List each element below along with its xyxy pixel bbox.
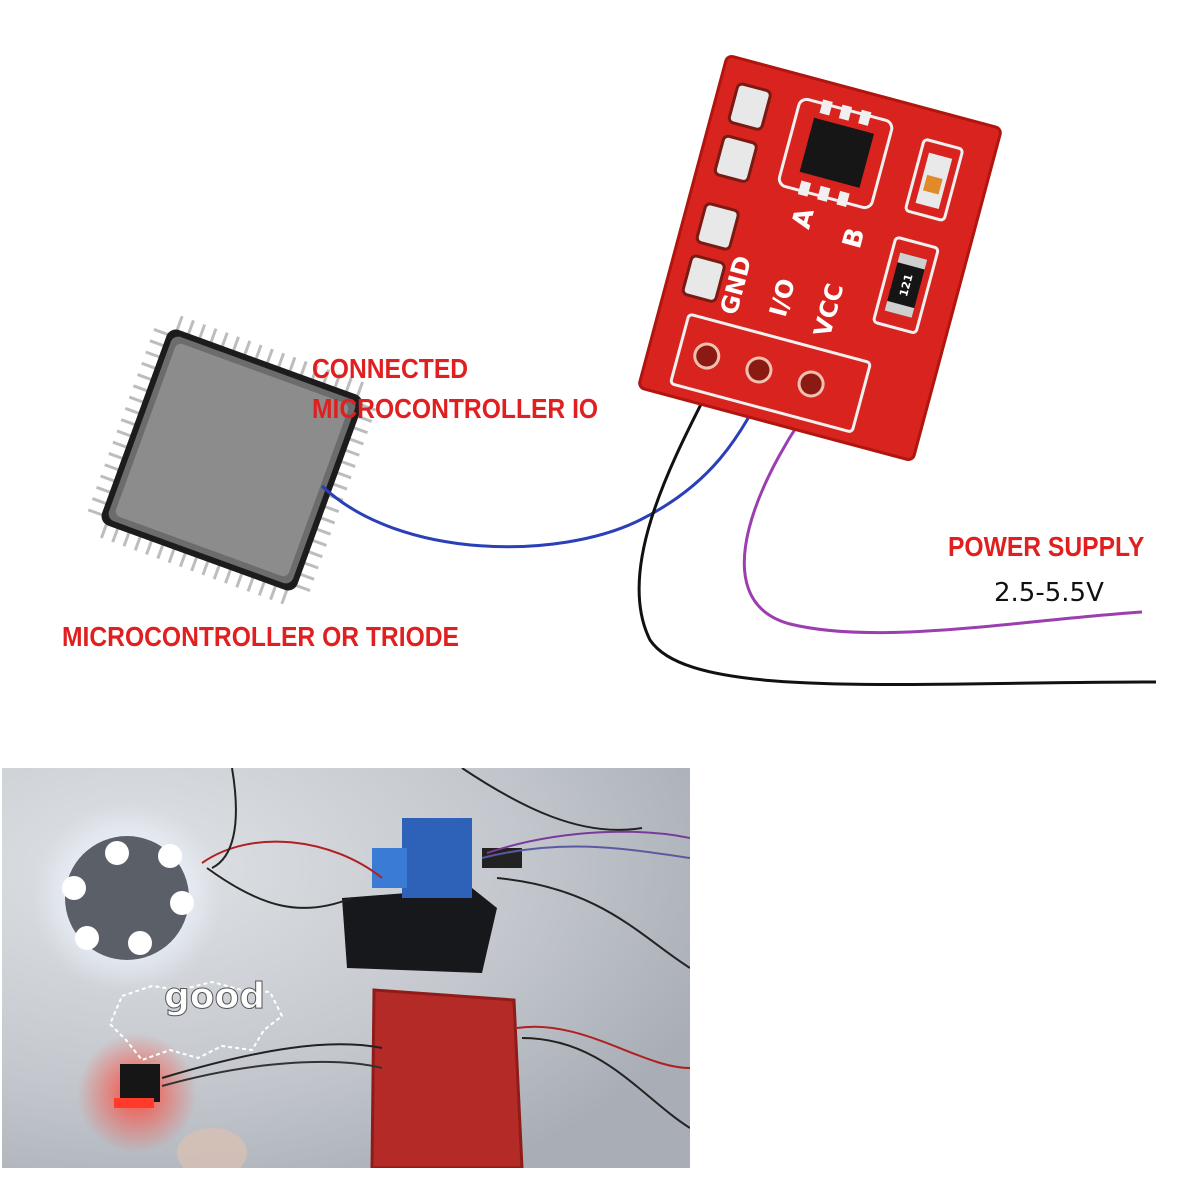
good-caption: good: [164, 976, 265, 1017]
good-badge: good: [108, 976, 284, 1062]
red-led-module: [77, 1033, 197, 1153]
io-wire: [320, 371, 774, 549]
header-holes: [693, 342, 825, 398]
resistor-code: 121: [897, 273, 916, 299]
connected-label-line2: MICROCONTROLLER IO: [312, 392, 599, 424]
micro-or-triode-label: MICROCONTROLLER OR TRIODE: [62, 621, 459, 652]
sensor-ic: [777, 97, 894, 210]
smd-resistor: 121: [872, 236, 940, 334]
solder-pads: [681, 82, 772, 303]
microcontroller-chip: [87, 315, 377, 605]
demo-photo: good: [2, 768, 690, 1168]
chip-pins: [87, 315, 377, 605]
demo-photo-scene: good: [2, 768, 690, 1168]
vcc-wire: [742, 387, 1143, 635]
voltage-label: 2.5-5.5V: [994, 578, 1104, 608]
smd-led: [904, 138, 964, 222]
connected-label-line1: CONNECTED: [312, 353, 469, 384]
connected-label: CONNECTED MICROCONTROLLER IO: [312, 352, 598, 425]
wiring-diagram: 121 A B GND I/O VCC: [87, 54, 1157, 687]
relay-module: [342, 818, 522, 973]
finger: [177, 1128, 247, 1168]
power-supply-label: POWER SUPPLY: [948, 531, 1145, 562]
gnd-wire: [637, 361, 1157, 687]
photo-wires: [161, 768, 690, 1129]
touch-pcb-photo: [370, 988, 524, 1168]
touch-sensor-pcb: 121 A B GND I/O VCC: [638, 54, 1002, 462]
led-ring-board: [32, 803, 222, 993]
